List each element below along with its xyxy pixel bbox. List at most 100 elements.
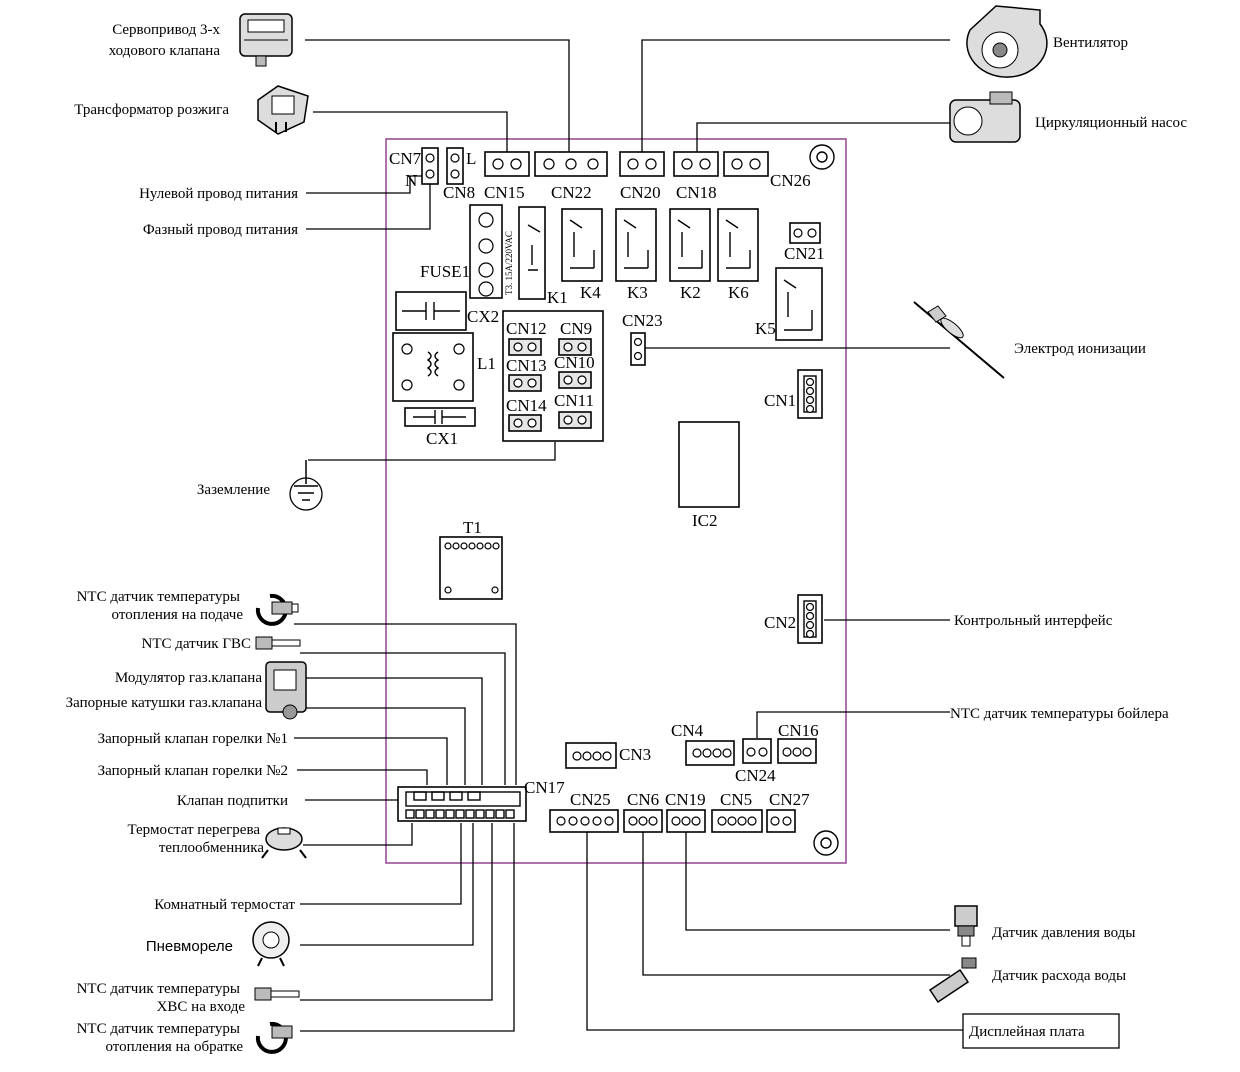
ntc-probe-icon [255,636,301,650]
connector-cn13 [508,374,542,392]
label-cn25: CN25 [570,790,611,809]
connector-cn5 [711,809,763,833]
label-cn15: CN15 [484,183,525,202]
label-cn14: CN14 [506,396,547,415]
label-cn7: CN7 [389,149,422,168]
label-shutoff-coils: Запорные катушки газ.клапана [66,695,263,711]
relay-k4 [561,208,603,282]
flow-sensor-icon [928,957,977,1004]
ntc-clip-sensor-icon [255,1021,293,1054]
label-cn3: CN3 [619,745,651,764]
label-cn4: CN4 [671,721,704,740]
relay-k6 [717,208,759,282]
chip-ic2 [678,421,740,508]
label-cn21: CN21 [784,244,825,263]
label-cx2: CX2 [467,307,499,326]
connector-cn17 [397,786,527,822]
label-ntc-supply-line2: отопления на подаче [112,607,244,623]
label-ntc-boiler: NTC датчик температуры бойлера [950,706,1169,722]
label-cn23: CN23 [622,311,663,330]
label-neutral: Нулевой провод питания [139,186,298,202]
connector-cn7 [421,147,439,185]
connector-cn27 [766,809,796,833]
label-control-interface: Контрольный интерфейс [954,613,1113,629]
label-pressostat: Пневмореле [146,938,233,955]
choke-l1 [392,332,474,402]
connector-cn14 [508,414,542,432]
connector-cn8 [446,147,464,185]
label-cn16: CN16 [778,721,819,740]
pressure-sensor-icon [954,905,978,947]
mount-hole-bottom [813,830,839,856]
label-room-thermostat: Комнатный термостат [154,897,295,913]
gas-valve-icon [265,661,307,720]
label-cn19: CN19 [665,790,706,809]
connector-cn23 [630,332,646,366]
label-ground: Заземление [197,482,270,498]
label-k1: K1 [547,288,568,307]
pressostat-icon [252,921,290,967]
label-ntc-dhw: NTC датчик ГВС [142,636,252,652]
label-servo-line1: Сервопривод 3-х [112,22,220,38]
label-burner-valve-1: Запорный клапан горелки №1 [98,731,288,747]
label-cn9: CN9 [560,319,592,338]
connector-cn26 [723,151,769,177]
label-modulator: Модулятор газ.клапана [115,670,262,686]
label-ntc-cold-line1: NTC датчик температуры [77,981,240,997]
label-overheat-line2: теплообменника [159,840,265,856]
label-cx1: CX1 [426,429,458,448]
overheat-thermostat-icon [261,827,307,859]
label-cn22: CN22 [551,183,592,202]
label-servo-line2: ходового клапана [109,43,221,59]
display-board-box [962,1013,1120,1049]
label-fan: Вентилятор [1053,35,1128,51]
label-k4: K4 [580,283,601,302]
relay-k1 [518,206,546,300]
label-cn26: CN26 [770,171,811,190]
connector-cn19 [666,809,706,833]
connector-cn10 [558,371,592,389]
label-cn10: CN10 [554,353,595,372]
label-ntc-return-line2: отопления на обратке [106,1039,244,1055]
connector-cn25 [549,809,619,833]
connector-cn4 [685,740,735,766]
label-cn5: CN5 [720,790,752,809]
transformer-t1 [439,536,503,600]
fuse-holder [469,204,503,299]
label-ionization: Электрод ионизации [1014,341,1146,357]
connector-cn3 [565,742,617,769]
label-ignition: Трансформатор розжига [74,102,229,118]
label-pump: Циркуляционный насос [1035,115,1187,131]
connector-cn21 [789,222,821,244]
connector-cn6 [623,809,663,833]
label-cn6: CN6 [627,790,659,809]
connector-cn12 [508,338,542,356]
connector-cn9 [558,338,592,356]
connector-cn24 [742,738,772,764]
label-cn17: CN17 [524,778,565,797]
label-k5: K5 [755,319,776,338]
label-cn20: CN20 [620,183,661,202]
pump-icon [949,91,1021,143]
board-outline [385,138,847,864]
label-cn27: CN27 [769,790,810,809]
connector-cn1 [797,369,823,419]
capacitor-cx2 [395,291,467,331]
label-cn1: CN1 [764,391,796,410]
label-ntc-cold-line2: ХВС на входе [157,999,246,1015]
label-ntc-supply-line1: NTC датчик температуры [77,589,240,605]
relay-k2 [669,208,711,282]
label-cn2: CN2 [764,613,796,632]
wires [294,39,963,1032]
connector-cn2 [797,594,823,644]
mount-hole-top [809,144,835,170]
label-cn24: CN24 [735,766,776,785]
connector-cn16 [777,738,817,764]
connector-cn22 [534,151,608,177]
label-t1: T1 [463,518,482,537]
label-k2: K2 [680,283,701,302]
label-cn12: CN12 [506,319,547,338]
connector-cn11 [558,411,592,429]
label-water-flow: Датчик расхода воды [992,968,1126,984]
ntc-clip-sensor-icon [255,593,299,626]
